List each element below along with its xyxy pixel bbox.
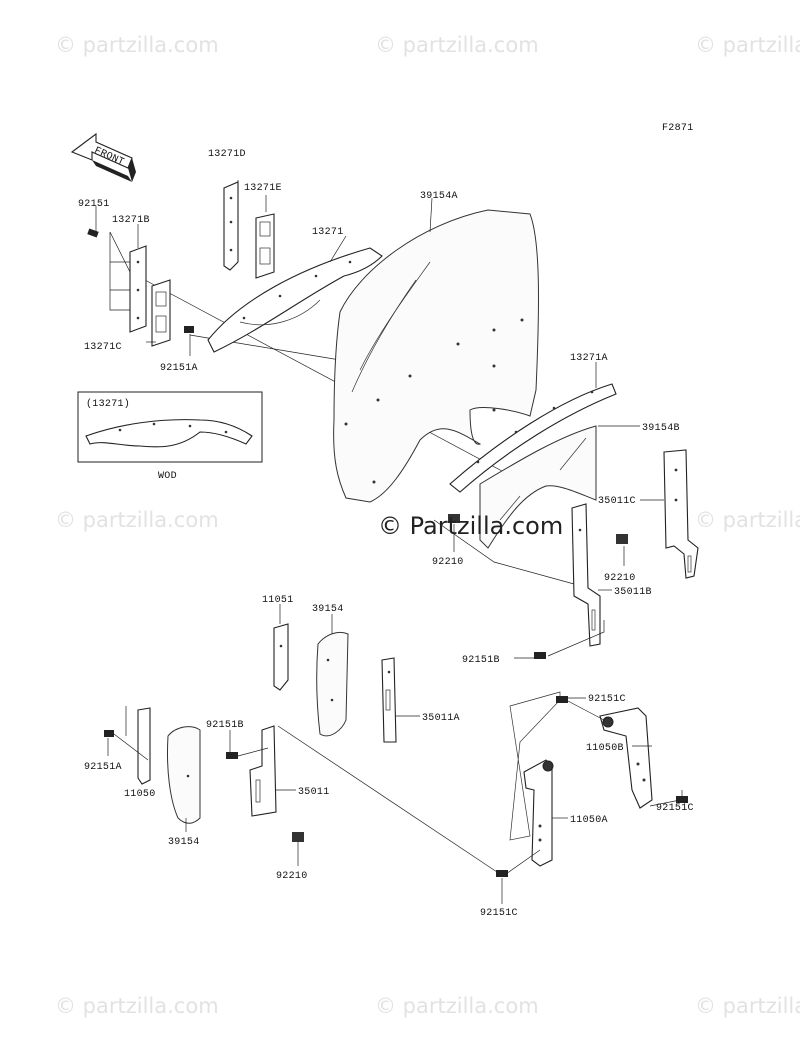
watermarks: © partzilla.com © partzilla.com © partzi… [55,33,800,1018]
part-11051[interactable] [273,623,289,691]
part-13271d[interactable] [223,181,239,271]
bracket-11050b[interactable] [599,707,653,809]
bolt-92151c-right[interactable] [676,796,688,803]
watermark-center: © Partzilla.com [378,512,563,540]
label-92151b-left[interactable]: 92151B [206,720,244,731]
label-39154a[interactable]: 39154A [420,191,458,202]
label-35011b[interactable]: 35011B [614,587,652,598]
label-13271d[interactable]: 13271D [208,149,246,160]
part-13271c[interactable] [151,279,171,347]
label-11051[interactable]: 11051 [262,595,294,606]
part-11050[interactable] [125,706,151,785]
label-92151[interactable]: 92151 [78,199,110,210]
deflector-39154b[interactable] [479,425,597,549]
label-92151a-top[interactable]: 92151A [160,363,198,374]
label-35011a[interactable]: 35011A [422,713,460,724]
watermark-bottom-right: © partzilla.com [695,994,800,1018]
bracket-35011c[interactable] [663,449,699,579]
figure-code: F2871 [662,123,694,134]
nut-92210-mid[interactable] [448,514,460,523]
inset-caption: WOD [158,471,177,482]
part-13271b[interactable] [129,245,147,333]
bracket-35011a[interactable] [381,657,397,743]
inset-13271-wod: (13271) WOD [77,391,263,482]
bolt-92151c-top[interactable] [556,696,568,703]
label-92210-right[interactable]: 92210 [604,573,636,584]
label-92151a-left[interactable]: 92151A [84,762,122,773]
watermark-top-left: © partzilla.com [55,33,219,57]
label-13271a[interactable]: 13271A [570,353,608,364]
label-92210-mid[interactable]: 92210 [432,557,464,568]
part-labels: 92151 13271B 13271C 92151A 13271D 13271E… [78,149,694,919]
deflector-39154-mid[interactable] [316,631,349,737]
part-13271a[interactable] [449,383,617,493]
label-11050[interactable]: 11050 [124,789,156,800]
watermark-mid-left: © partzilla.com [55,508,219,532]
label-35011[interactable]: 35011 [298,787,330,798]
label-11050a[interactable]: 11050A [570,815,608,826]
label-39154-left[interactable]: 39154 [168,837,200,848]
bolt-92151a-left[interactable] [104,730,114,737]
bracket-35011b[interactable] [571,503,601,647]
part-13271-trim[interactable] [207,247,383,353]
inset-title: (13271) [86,398,130,410]
bracket-35011[interactable] [249,725,277,817]
bolt-92151c-bottom[interactable] [496,870,508,877]
label-35011c[interactable]: 35011C [598,496,636,507]
label-92151c-bottom[interactable]: 92151C [480,908,518,919]
watermark-bottom-left: © partzilla.com [55,994,219,1018]
part-13271e[interactable] [255,213,275,279]
nut-92210-right[interactable] [616,534,628,544]
bracket-11050a[interactable] [523,759,554,867]
deflector-39154-left[interactable] [167,726,201,824]
windshield-39154a[interactable] [333,209,539,503]
watermark-top-right: © partzilla.com [695,33,800,57]
label-11050b[interactable]: 11050B [586,743,624,754]
label-13271[interactable]: 13271 [312,227,344,238]
watermark-bottom-center: © partzilla.com [375,994,539,1018]
label-13271b[interactable]: 13271B [112,215,150,226]
label-39154b[interactable]: 39154B [642,423,680,434]
label-92151c-right[interactable]: 92151C [656,803,694,814]
label-92151c-top[interactable]: 92151C [588,694,626,705]
label-92210-bottom[interactable]: 92210 [276,871,308,882]
bolt-92151a-top[interactable] [184,326,194,333]
watermark-top-center: © partzilla.com [375,33,539,57]
label-92151b-right[interactable]: 92151B [462,655,500,666]
front-arrow-icon: FRONT [70,132,136,182]
watermark-mid-right: © partzilla.com [695,508,800,532]
bolt-92151b-left[interactable] [226,752,238,759]
label-13271e[interactable]: 13271E [244,183,282,194]
nut-92210-bottom[interactable] [292,832,304,842]
bolt-92151b-right[interactable] [534,652,546,659]
label-39154-mid[interactable]: 39154 [312,604,344,615]
label-13271c[interactable]: 13271C [84,342,122,353]
bolt-92151[interactable] [87,228,99,238]
